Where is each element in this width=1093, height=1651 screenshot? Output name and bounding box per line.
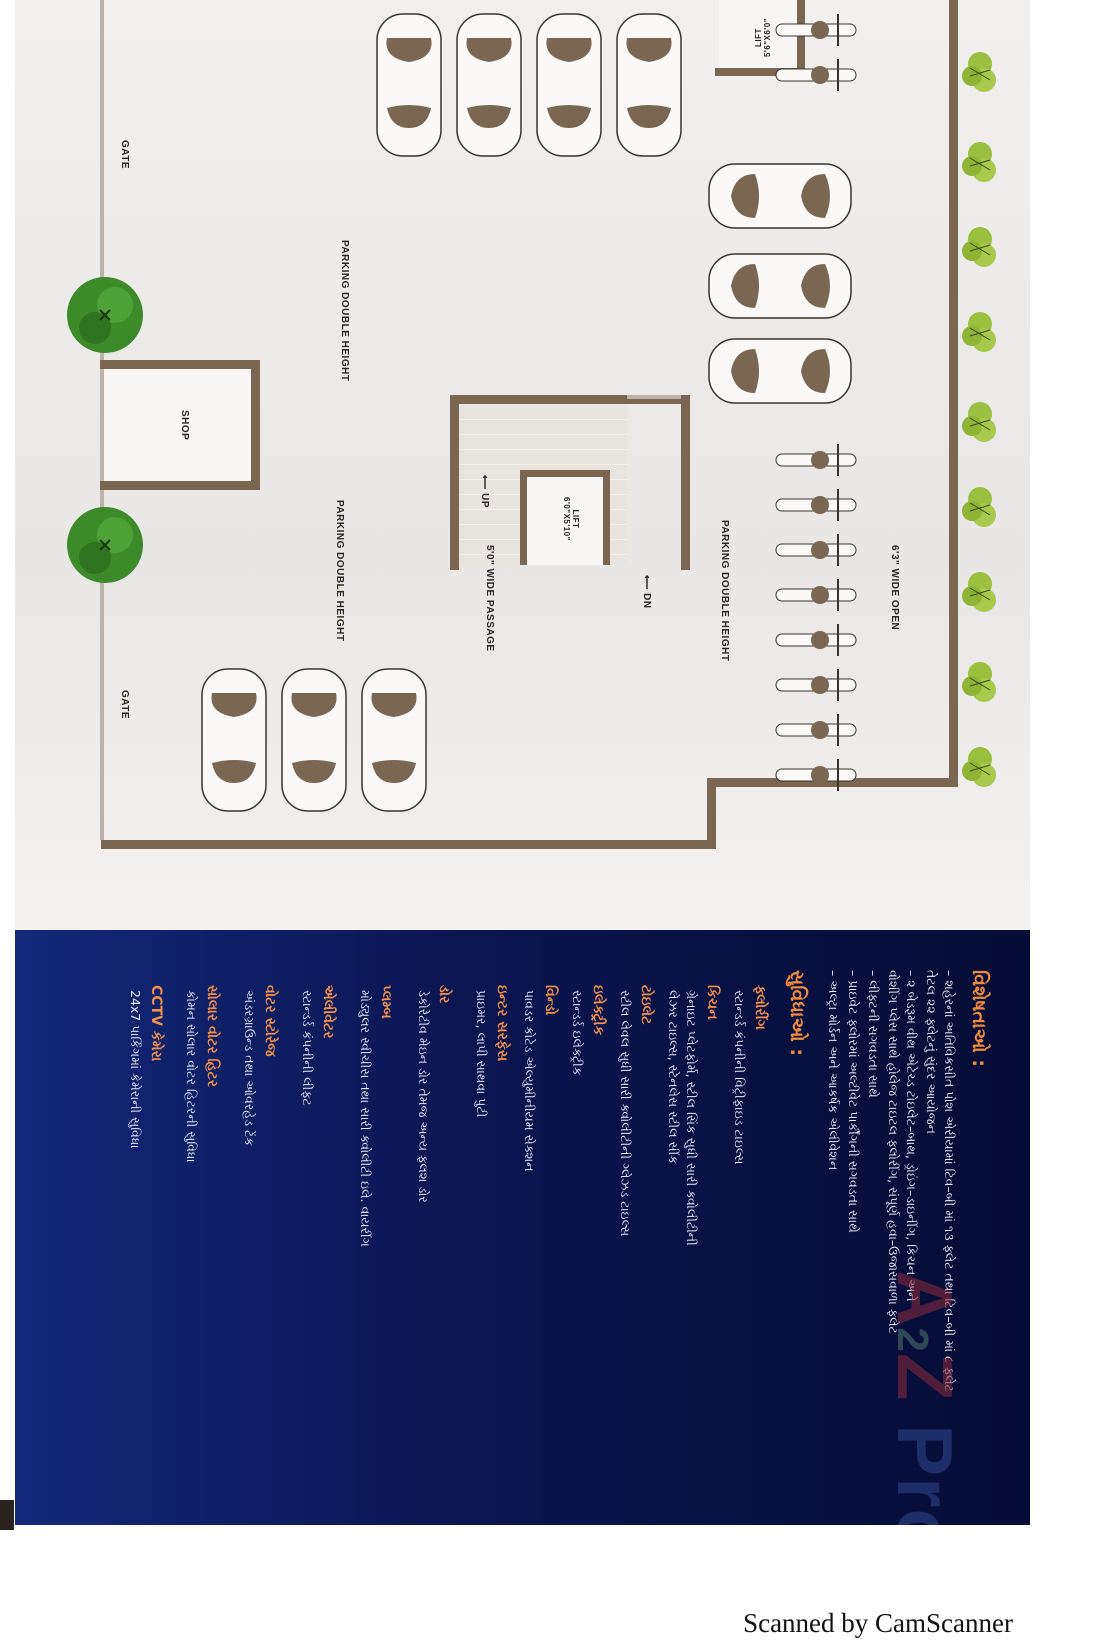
wall-right-step: [707, 778, 716, 848]
tree-icon: [67, 507, 143, 583]
plant-icon: [962, 142, 996, 182]
tree-icon: [67, 277, 143, 353]
amenities-heading: સુવિધાઓ :: [786, 970, 808, 1056]
car-icon: [616, 13, 682, 157]
amenity-title: વોટર સ્ટોરેજ: [262, 985, 278, 1057]
a2z-property-watermark: A2Z Property: [881, 1270, 969, 1525]
floor-plan: LIFT 5'6"X6'0" LIFT 6'0"X5'10" ⟵ DN ⟵ UP…: [15, 0, 1030, 930]
amenity-title: ઇલેક્ટ્રીક: [590, 985, 606, 1036]
amenity-title: ફ્લોરીંગ: [752, 985, 768, 1030]
amenity-title: એલીવેટર: [320, 985, 336, 1039]
stair-up-label: ⟵ UP: [479, 475, 490, 509]
parking-label-mid: PARKING DOUBLE HEIGHT: [334, 500, 345, 642]
plant-icon: [962, 52, 996, 92]
motorbike-icon: [775, 444, 857, 476]
parking-label-left: PARKING DOUBLE HEIGHT: [339, 240, 350, 382]
amenity-text: પાવડર કોટેડ એલ્યુમીનીયમ સેક્શન: [522, 990, 537, 1172]
amenity-text: કોમન સોલાર વોટર હિટરની સુવિધા: [184, 990, 199, 1163]
amenity-title: સોલાર વોટર હિટર: [204, 985, 220, 1087]
main-lift-wall-top: [603, 470, 610, 565]
motorbike-icon: [775, 14, 857, 46]
shop-label: SHOP: [179, 410, 190, 441]
amenity-text: 24x7 પાર્કિંગમાં કેમેરાની સુવિધા: [128, 990, 143, 1149]
motorbike-icon: [775, 489, 857, 521]
motorbike-icon: [775, 624, 857, 656]
amenity-title: ટોઇલેટ: [638, 985, 654, 1025]
feature-line: તેટલ ૨૨ ફ્લેટનું સુંદર આયોજન: [924, 970, 939, 1134]
shop-wall-top: [251, 360, 260, 490]
brochure-page: LIFT 5'6"X6'0" LIFT 6'0"X5'10" ⟵ DN ⟵ UP…: [15, 0, 1030, 1525]
motorbike-icon: [775, 579, 857, 611]
shop-wall-right: [100, 481, 260, 490]
amenity-title: CCTV કેમેરા: [148, 985, 164, 1062]
car-icon: [376, 13, 442, 157]
main-lift-label: LIFT 6'0"X5'10": [562, 497, 580, 541]
plant-icon: [962, 402, 996, 442]
amenity-text: સ્ટાન્ડર્ડ કંપનીની લીફ્ટ: [300, 990, 315, 1106]
amenity-text: ગ્રેનાઇટ પ્લેટફોર્મ, સ્ટીલ સિંક સુધી સાર…: [684, 990, 699, 1246]
amenity-title: કિચન: [704, 985, 720, 1020]
stair-wall-top: [681, 395, 690, 570]
car-icon: [361, 668, 427, 812]
main-lift-wall-left: [520, 470, 610, 477]
arrow-right-icon: ⟵: [641, 575, 652, 590]
amenity-title: વિન્ડો: [542, 985, 558, 1016]
info-panel: વિશેષતાઓ : – શહેરનાં અતિવિકસીત પોશ એરીયા…: [15, 930, 1030, 1525]
plant-icon: [962, 572, 996, 612]
amenity-text: સ્ટાન્ડર્ડ કંપનીની વિટ્રીફાઇડ ટાઇલ્સ: [732, 990, 747, 1165]
car-icon: [536, 13, 602, 157]
plant-icon: [962, 312, 996, 352]
motorbike-icon: [775, 59, 857, 91]
car-icon: [708, 253, 852, 319]
plant-icon: [962, 227, 996, 267]
motorbike-icon: [775, 669, 857, 701]
amenity-title: ડોર: [436, 985, 452, 1004]
features-heading: વિશેષતાઓ :: [968, 970, 990, 1068]
plant-icon: [962, 747, 996, 787]
wide-open-label: 6'3" WIDE OPEN: [889, 545, 900, 631]
motorbike-icon: [775, 714, 857, 746]
plant-icon: [962, 662, 996, 702]
stair-opening: [627, 395, 681, 399]
amenity-text: સ્ટાન્ડર્ડ ઇલેક્ટ્રીક: [570, 990, 585, 1076]
shop-wall-left: [100, 360, 260, 369]
feature-line: – અલ્ટ્રા મોર્ડન અને આકર્ષક એલીવેશન: [826, 970, 841, 1171]
feature-line: – પ્રાઇવેટ ફ્લોરમાં અલ્ટીવેટ પાર્કીંગની …: [846, 970, 861, 1233]
gate-label-1: GATE: [119, 140, 130, 170]
amenity-text: પ્રાઇમર, લાપી સાથવા પુટી: [474, 990, 489, 1118]
gate-label-2: GATE: [119, 690, 130, 720]
wall-right-lower: [101, 840, 716, 849]
car-icon: [708, 338, 852, 404]
amenity-text: અંડરગ્રાઉન્ડ તથા ઓવરહેડ ટેંક: [242, 990, 257, 1147]
arrow-left-icon: ⟵: [479, 475, 490, 490]
small-lift-label: LIFT 5'6"X6'0": [754, 18, 772, 58]
amenity-text: લેઝર ટાઇલ્સ, સ્ટેનલેસ સ્ટીલ સીંક: [666, 990, 681, 1165]
motorbike-icon: [775, 534, 857, 566]
plant-icon: [962, 487, 996, 527]
wall-top-plant-edge: [949, 0, 958, 785]
car-icon: [456, 13, 522, 157]
stair-down-label: ⟵ DN: [641, 575, 652, 609]
page-edge-shadow: [0, 1500, 14, 1530]
amenity-text: મોડ્યુલર સ્વીચીસ તથા સારી ક્વોલીટી ઇલે. …: [358, 990, 373, 1247]
amenity-title: ઇન્ટર સરફેસ: [494, 985, 510, 1062]
car-icon: [708, 163, 852, 229]
stair-wall-right: [450, 395, 459, 570]
passage-label: 5'0" WIDE PASSAGE: [484, 545, 495, 652]
feature-line: – ૨ બેડરૂમ વીથ એટેચ્ડ ટોઇલેટ–બાથ, ડ્રોઇં…: [904, 970, 919, 1302]
car-icon: [201, 668, 267, 812]
main-lift-wall-bottom: [520, 470, 527, 565]
camscanner-footer: Scanned by CamScanner: [743, 1608, 1013, 1638]
amenity-text: ડેકોરેટીવ મેઇન ડોર તેમજ અન્ય ફ્લશ ડોર: [416, 990, 431, 1203]
shop-room: [104, 369, 251, 481]
motorbike-icon: [775, 759, 857, 791]
amenity-title: પ્લમ્બ: [378, 985, 394, 1019]
car-icon: [281, 668, 347, 812]
feature-line: – લીફ્ટની સગવડતા સાથે: [866, 970, 881, 1098]
parking-label-top: PARKING DOUBLE HEIGHT: [719, 520, 730, 662]
amenity-text: સ્ટીલ લેવલ સુધી સારી ક્વોલીટીની ગ્લેઝડ ટ…: [618, 990, 633, 1237]
